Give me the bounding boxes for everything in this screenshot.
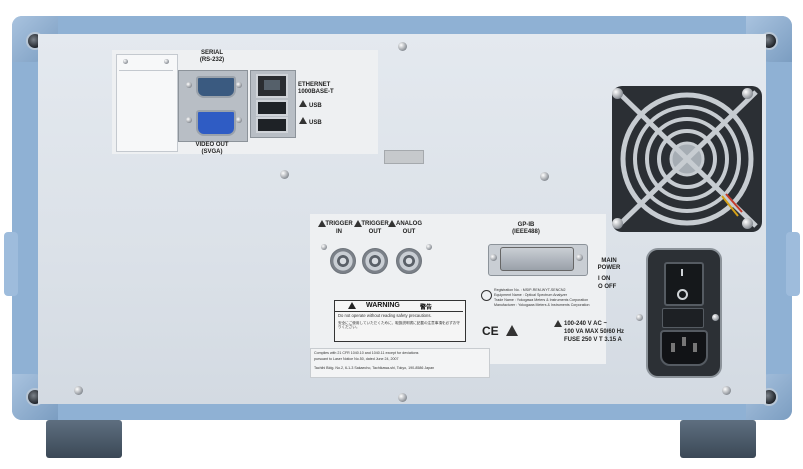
port-screw-icon [236,82,242,88]
panel-screw-icon [280,170,289,179]
warning-title: WARNING [366,302,400,309]
port-screw-icon [186,117,192,123]
ethernet-label: ETHERNET [298,82,331,88]
serial-number-sticker [384,150,424,164]
compliance-line-1: Complies with 21 CFR 1040.10 and 1040.11… [314,351,419,355]
port-screw-icon [490,254,497,261]
video-out-port[interactable] [196,110,236,136]
compliance-label [310,348,490,378]
manufacturer: Manufacturer : Yokogawa Meters & Instrum… [494,303,590,307]
analog-out-connector[interactable] [396,248,422,274]
ac-inlet-socket[interactable] [660,330,708,366]
panel-screw-icon [74,386,83,395]
usb-port-2[interactable] [256,117,288,133]
main-power-switch[interactable] [664,262,704,306]
ethernet-port[interactable] [256,74,288,98]
main-power-label: MAIN [601,258,617,264]
port-screw-icon [576,254,583,261]
trigger-in-connector[interactable] [330,248,356,274]
usb-label-1: USB [309,103,322,109]
port-screw-icon [236,117,242,123]
kc-mark-icon [481,290,492,301]
panel-screw-icon [540,172,549,181]
warning-text-jp: 安全にご使用していただくために、取扱説明書に記載の注意事項を必ずお守りください。 [338,321,460,330]
ethernet-sublabel: 1000BASE-T [298,89,334,95]
main-power-label-2: POWER [597,265,621,271]
gpib-label: GP-IB [517,222,535,228]
recycle-mark-icon [506,325,518,336]
equipment-name: Equipment Name : Optical Spectrum Analyz… [494,293,568,297]
caution-triangle-icon [299,100,307,107]
caution-triangle-icon [299,117,307,124]
video-out-sublabel: (SVGA) [201,149,223,155]
fan-screw-icon [612,88,623,99]
fuse-holder[interactable] [662,308,704,328]
compliance-line-2: pursuant to Laser Notice No.50, dated Ju… [314,357,399,361]
fuse-rating: FUSE 250 V T 3.15 A [564,337,622,343]
trigger-out-connector[interactable] [362,248,388,274]
foot-left [46,420,122,458]
power-on-label: I ON [598,276,611,282]
power-off-label: O OFF [598,284,617,290]
port-screw-icon [186,82,192,88]
power-rating-va: 100 VA MAX 50/60 Hz [564,329,625,335]
inlet-screw-icon [636,314,643,321]
warning-triangle-icon [348,302,356,309]
analog-out-label: ANALOG [396,221,422,227]
panel-screw-icon [321,244,327,250]
fan-screw-icon [742,88,753,99]
analog-out-sublabel: OUT [402,229,416,235]
panel-screw-icon [426,244,432,250]
panel-screw-icon [398,393,407,402]
trigger-out-label: TRIGGER [361,221,389,227]
side-handle-left [4,232,18,296]
trade-name: Trade Name : Yokogawa Meters & Instrumen… [494,298,589,302]
serial-sublabel: (RS-232) [199,57,225,63]
caution-triangle-icon [388,220,396,227]
trigger-out-sublabel: OUT [368,229,382,235]
trigger-in-sublabel: IN [336,229,342,235]
fan-screw-icon [612,218,623,229]
side-handle-right [786,232,800,296]
warning-title-jp: 警告 [420,305,433,311]
panel-screw-icon [722,386,731,395]
caution-triangle-icon [318,220,326,227]
fan-screw-icon [742,218,753,229]
inlet-screw-icon [712,314,719,321]
video-out-label: VIDEO OUT [195,142,229,148]
power-rating-voltage: 100-240 V AC ~ [564,321,607,327]
blank-cover-plate [116,54,178,152]
warning-text: Do not operate without reading safety pr… [338,313,432,318]
trigger-in-label: TRIGGER [325,221,353,227]
compliance-line-3: Tachihi Bldg. No.2, 6-1-3 Sakaecho, Tach… [314,366,435,370]
cover-screw-icon [123,59,128,64]
caution-triangle-icon [354,220,362,227]
serial-label: SERIAL [200,50,223,56]
usb-port-1[interactable] [256,100,288,116]
warning-box [334,300,466,342]
caution-triangle-icon [554,320,562,327]
cooling-fan [612,86,762,232]
gpib-port[interactable] [500,247,574,271]
foot-right [680,420,756,458]
ce-mark: CE [482,324,499,338]
fan-grill-icon [616,90,758,228]
serial-port[interactable] [196,76,236,98]
cover-screw-icon [164,59,169,64]
gpib-sublabel: (IEEE488) [512,229,540,235]
usb-label-2: USB [309,120,322,126]
registration-number: Registration No. : MSIP-REM-WYT-SENCN2 [494,288,566,292]
panel-screw-icon [398,42,407,51]
